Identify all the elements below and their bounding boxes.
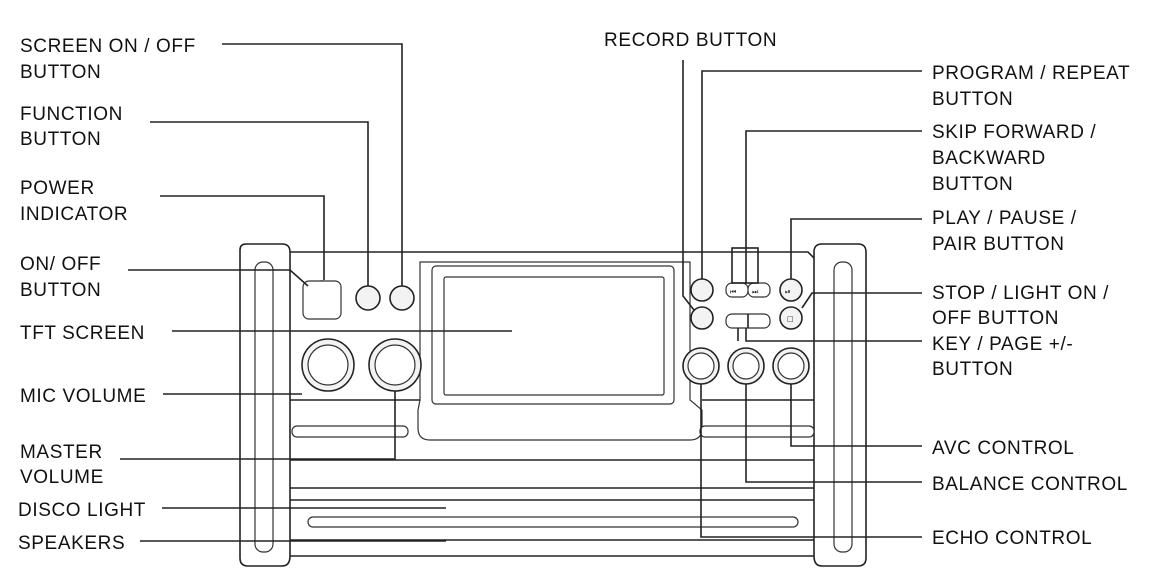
stop-icon: □ [787,315,794,323]
right-slot [699,425,815,438]
label-record: RECORD BUTTON [604,30,777,51]
label-play-pause: PLAY / PAUSE / PAIR BUTTON [932,208,1083,255]
label-master-volume: MASTER VOLUME [20,442,109,488]
play-pause-button[interactable] [779,278,803,302]
label-program-repeat: PROGRAM / REPEAT BUTTON [932,63,1136,110]
label-key-page: KEY / PAGE +/- BUTTON [932,334,1079,380]
label-disco-light: DISCO LIGHT [18,500,146,521]
tft-screen [443,276,665,396]
leader-lines [120,43,922,542]
skip-backward-icon: ⏮ [730,288,736,296]
left-slot [291,425,409,438]
skip-forward-button[interactable] [747,282,771,298]
record-button[interactable] [690,278,714,302]
label-balance: BALANCE CONTROL [932,474,1128,495]
label-on-off: ON/ OFF BUTTON [20,254,107,301]
label-stop-light: STOP / LIGHT ON / OFF BUTTON [932,283,1115,329]
label-avc: AVC CONTROL [932,438,1074,459]
label-power-indicator: POWER INDICATOR [20,178,128,225]
screen-on-off-button[interactable] [389,285,415,311]
skip-forward-icon: ⏭ [752,288,759,296]
label-screen-on-off: SCREEN ON / OFF BUTTON [20,36,202,83]
function-button[interactable] [355,285,381,311]
label-speakers: SPEAKERS [18,533,125,554]
stop-light-button[interactable] [779,306,803,330]
label-echo: ECHO CONTROL [932,528,1092,549]
callout-labels: SCREEN ON / OFF BUTTON FUNCTION BUTTON P… [18,30,1136,554]
label-function: FUNCTION BUTTON [20,104,129,150]
speaker-grille [307,516,799,528]
label-skip: SKIP FORWARD / BACKWARD BUTTON [932,122,1102,195]
label-tft-screen: TFT SCREEN [20,323,145,344]
play-pause-icon: ⏯ [785,288,791,296]
program-repeat-button[interactable] [690,306,714,330]
label-mic-volume: MIC VOLUME [20,386,146,407]
device-body: ⏮ ⏭ ⏯ □ [239,243,867,567]
